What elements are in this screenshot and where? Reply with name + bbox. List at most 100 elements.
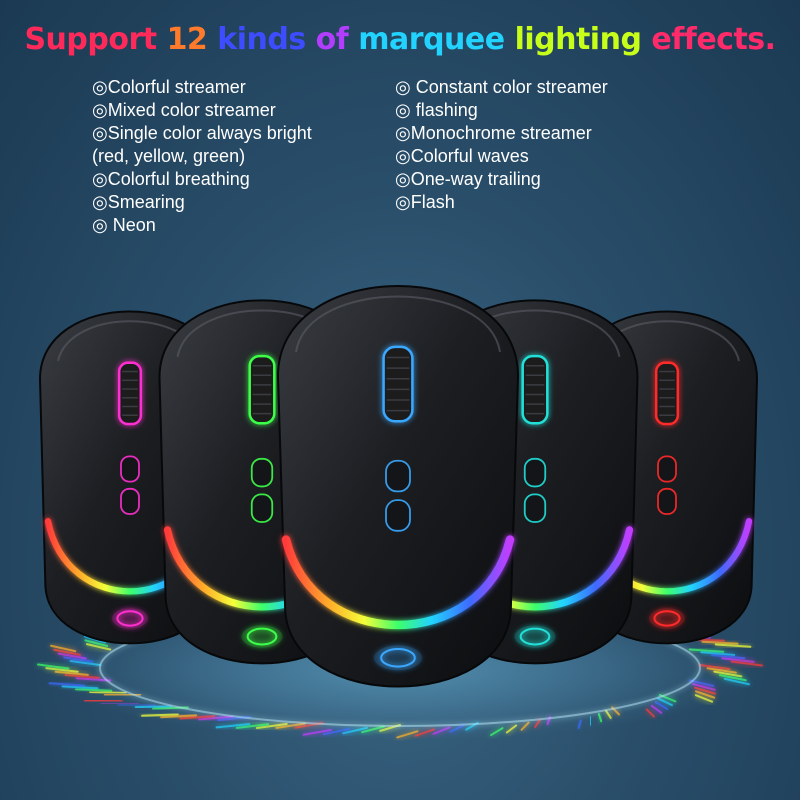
light-streak [577,719,582,729]
feature-item: ◎ Neon [92,215,156,235]
feature-item: (red, yellow, green) [92,146,246,166]
light-streak [322,728,351,736]
feature-item: ◎Smearing [92,192,185,212]
light-streak [650,704,663,714]
light-streak [490,727,504,737]
light-streak [605,709,612,719]
scroll-wheel [382,345,414,423]
light-streak [706,667,737,674]
feature-item: ◎Monochrome streamer [395,123,592,143]
light-streak [134,705,173,709]
light-streak [53,648,81,656]
light-streak [597,713,603,723]
feature-item: ◎Colorful waves [395,146,529,166]
headline-word: marquee [358,22,505,57]
scroll-wheel [117,361,143,426]
light-streak [701,640,739,645]
light-streak [520,721,530,731]
light-streak [723,677,750,686]
logo-icon [246,627,278,646]
light-streak [730,660,763,667]
dpi-button [250,493,274,523]
feature-item: ◎ flashing [395,100,478,120]
light-streak [141,713,179,717]
feature-list-left: ◎Colorful streamer ◎Mixed color streamer… [92,76,312,237]
headline: Support 12 kinds of marquee lighting eff… [0,22,800,57]
light-streak [432,726,451,735]
light-streak [694,690,716,699]
light-streak [179,715,216,720]
light-streak [688,648,725,653]
scroll-wheel [521,354,549,425]
feature-item: ◎Single color always bright [92,123,312,143]
dpi-button [385,459,411,493]
light-streak [302,728,332,736]
light-streak [361,725,385,734]
light-streak [719,674,747,682]
headline-word: lighting [514,22,642,57]
dpi-button [120,455,140,483]
logo-icon [380,648,416,668]
light-streak [713,670,743,678]
rgb-light-strip [281,535,515,629]
light-streak [198,715,234,721]
light-streak [57,652,87,660]
light-streak [215,723,251,729]
headline-word: of [315,22,349,57]
dpi-button [385,499,411,532]
feature-item: ◎Colorful breathing [92,169,250,189]
light-streak [694,694,714,703]
scroll-wheel [248,354,276,425]
light-streak [48,682,86,687]
light-streak [645,708,656,718]
light-streak [160,714,198,719]
light-streak [275,722,306,729]
mouse [276,276,520,688]
light-streak [61,685,99,690]
light-streak [714,643,752,648]
light-streak [75,677,112,682]
feature-item: ◎Flash [395,192,455,212]
light-streak [699,664,731,670]
headline-word: 12 [166,22,208,57]
light-streak [505,724,518,734]
logo-icon [116,610,144,627]
light-streak [711,654,746,660]
light-streak [75,688,113,692]
light-streak [37,663,70,670]
light-streak [657,697,673,707]
light-streak [89,691,127,694]
light-streak [534,718,541,728]
light-streak [654,701,669,710]
headline-word: Support [24,22,157,57]
light-streak [69,660,101,666]
feature-item: ◎Colorful streamer [92,77,246,97]
feature-item: ◎Mixed color streamer [92,100,276,120]
dpi-button [657,487,677,515]
light-streak [255,723,288,730]
light-streak [63,656,94,663]
light-streak [688,679,715,687]
light-streak [414,728,435,737]
dpi-button [523,457,547,488]
logo-icon [653,610,681,627]
dpi-button [250,457,274,488]
logo-icon [519,627,551,646]
feature-item: ◎One-way trailing [395,169,541,189]
headline-word: kinds [217,22,306,57]
light-streak [691,683,716,691]
headline-word: effects. [651,22,776,57]
light-streak [235,723,270,729]
light-streak [449,724,466,733]
light-streak [342,726,368,735]
dpi-button [523,493,547,523]
light-streak [64,674,100,679]
light-streak [396,730,419,739]
light-streak [694,686,717,695]
light-streak [721,657,755,663]
light-streak [700,651,736,656]
mouse-group [38,276,759,688]
feature-item: ◎ Constant color streamer [395,77,608,97]
light-streak [54,670,89,676]
